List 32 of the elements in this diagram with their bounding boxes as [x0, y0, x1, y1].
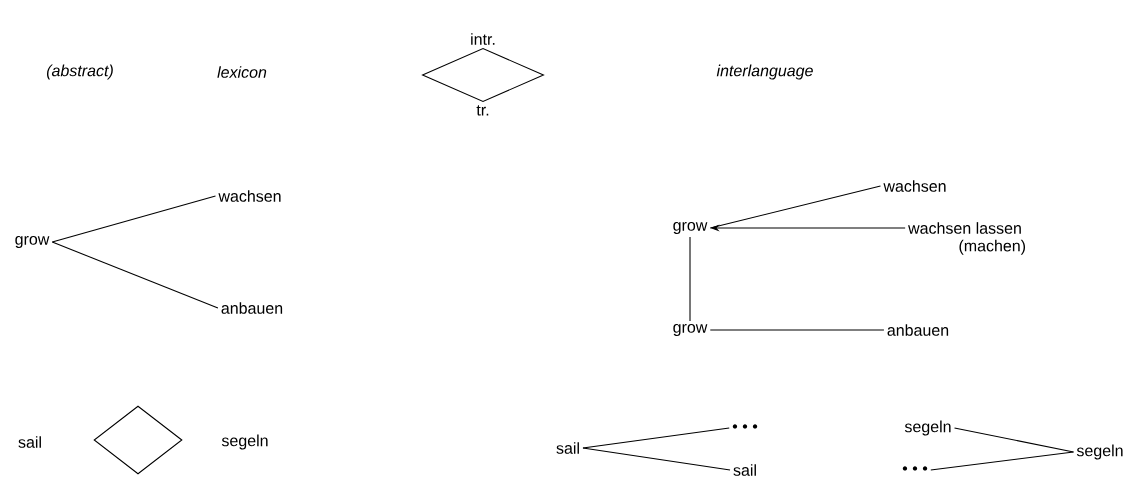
- connector-line: [51, 195, 217, 243]
- word: sail: [556, 442, 579, 454]
- heading-label: interlanguage: [716, 64, 813, 80]
- word: anbauen: [221, 302, 283, 314]
- word: anbauen: [887, 324, 949, 336]
- word: • • •: [732, 424, 758, 429]
- diamond-shape: [93, 405, 183, 475]
- connector-line: [582, 427, 730, 449]
- connector-line: [709, 185, 882, 229]
- heading-label: lexicon: [217, 66, 267, 78]
- word: grow: [673, 324, 708, 336]
- word: segeln: [904, 420, 951, 436]
- connector-line: [953, 427, 1075, 453]
- word: wachsen lassen: [908, 222, 1021, 234]
- word: wachsen: [218, 190, 281, 202]
- word: segeln: [221, 434, 268, 450]
- word: grow: [673, 222, 708, 234]
- annotation: tr.: [476, 105, 489, 116]
- connector-line: [930, 451, 1075, 471]
- word: wachsen: [883, 180, 946, 192]
- connector-line: [689, 236, 691, 322]
- word: sail: [733, 464, 756, 476]
- connector-line: [709, 329, 885, 331]
- annotation: intr.: [471, 33, 495, 45]
- word: sail: [18, 436, 41, 448]
- word: • • •: [902, 466, 928, 471]
- word: segeln: [1076, 444, 1123, 460]
- annotation: (machen): [959, 239, 1026, 255]
- connector-line: [51, 241, 219, 309]
- connector-line: [582, 447, 731, 471]
- word: grow: [15, 236, 50, 248]
- heading-label: (abstract): [46, 64, 113, 80]
